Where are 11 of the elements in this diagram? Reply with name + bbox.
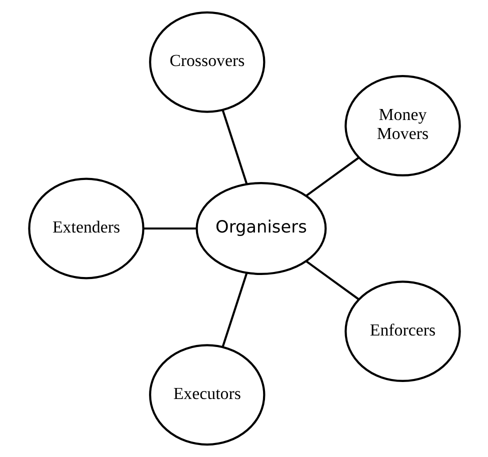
- node-ellipse: Executors: [148, 344, 265, 446]
- node-ellipse: Extenders: [28, 178, 144, 280]
- node-ellipse: Organisers: [195, 182, 326, 275]
- node-ellipse: Enforcers: [344, 280, 460, 382]
- connector: [305, 260, 359, 300]
- connector: [221, 272, 248, 348]
- connector: [221, 110, 248, 184]
- connector: [142, 227, 196, 230]
- node-ellipse: Money Movers: [344, 74, 460, 176]
- node-ellipse: Crossovers: [148, 11, 265, 113]
- connector: [305, 156, 359, 197]
